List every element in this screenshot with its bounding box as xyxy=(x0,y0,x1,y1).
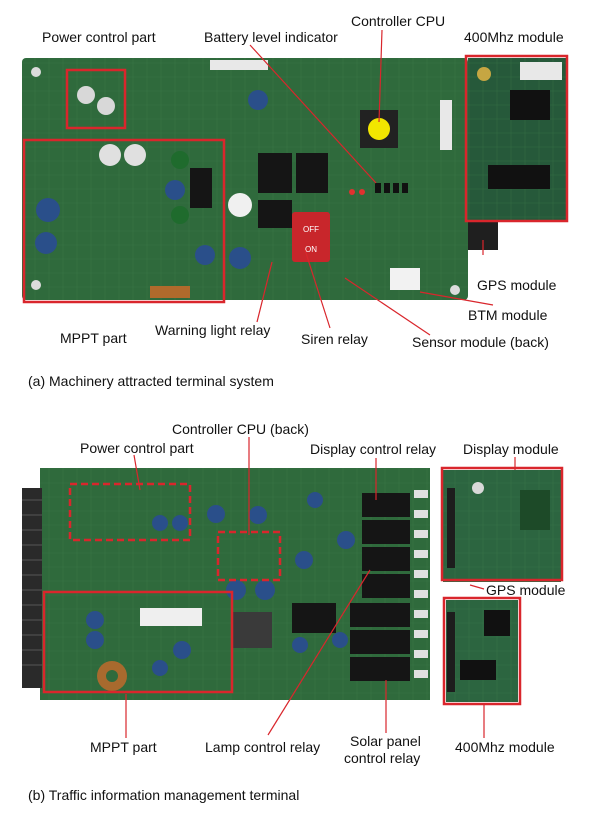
highlight-boxes-b xyxy=(42,466,564,706)
label-btm-module: BTM module xyxy=(468,307,548,323)
capacitors-b xyxy=(86,492,355,676)
label-power-control-b: Power control part xyxy=(80,440,194,456)
label-gps-module-a: GPS module xyxy=(477,277,557,293)
relays-a xyxy=(190,153,328,228)
svg-text:ON: ON xyxy=(305,245,317,254)
caption-b: (b) Traffic information management termi… xyxy=(28,787,300,803)
board-b xyxy=(22,468,561,702)
caption-a: (a) Machinery attracted terminal system xyxy=(28,373,274,389)
label-mppt-b: MPPT part xyxy=(90,739,157,755)
leader-lines-a xyxy=(249,29,494,336)
relays-b xyxy=(232,493,410,681)
module-400-box-b xyxy=(442,596,522,706)
label-solar-panel-relay-line1: Solar panel xyxy=(350,733,421,749)
power-control-box-b xyxy=(68,482,192,542)
power-control-box-a xyxy=(65,68,127,130)
mppt-box-a xyxy=(22,138,226,304)
label-battery-level: Battery level indicator xyxy=(204,29,338,45)
power-switch: OFF ON xyxy=(292,212,330,262)
board-a: OFF ON xyxy=(22,58,566,300)
battery-leds xyxy=(349,183,408,195)
label-warning-light-relay: Warning light relay xyxy=(155,322,271,338)
highlight-boxes-a xyxy=(22,54,569,304)
svg-text:OFF: OFF xyxy=(303,225,319,234)
label-lamp-control-relay: Lamp control relay xyxy=(205,739,321,755)
module-400-box-a xyxy=(464,54,569,223)
label-mppt-a: MPPT part xyxy=(60,330,127,346)
mppt-box-b xyxy=(42,590,234,694)
label-controller-cpu-back: Controller CPU (back) xyxy=(172,421,309,437)
label-gps-module-b: GPS module xyxy=(486,582,566,598)
label-siren-relay: Siren relay xyxy=(301,331,368,347)
leader-lines-b xyxy=(125,437,516,738)
label-power-control-a: Power control part xyxy=(42,29,156,45)
label-controller-cpu-a: Controller CPU xyxy=(351,13,446,29)
capacitors-a xyxy=(35,86,268,269)
label-sensor-module: Sensor module (back) xyxy=(412,334,549,350)
label-display-control-relay: Display control relay xyxy=(310,441,437,457)
label-400mhz-module-a: 400Mhz module xyxy=(464,29,564,45)
label-solar-panel-relay-line2: control relay xyxy=(344,750,421,766)
label-display-module: Display module xyxy=(463,441,559,457)
label-400mhz-module-b: 400Mhz module xyxy=(455,739,555,755)
display-module-box-b xyxy=(440,466,564,582)
